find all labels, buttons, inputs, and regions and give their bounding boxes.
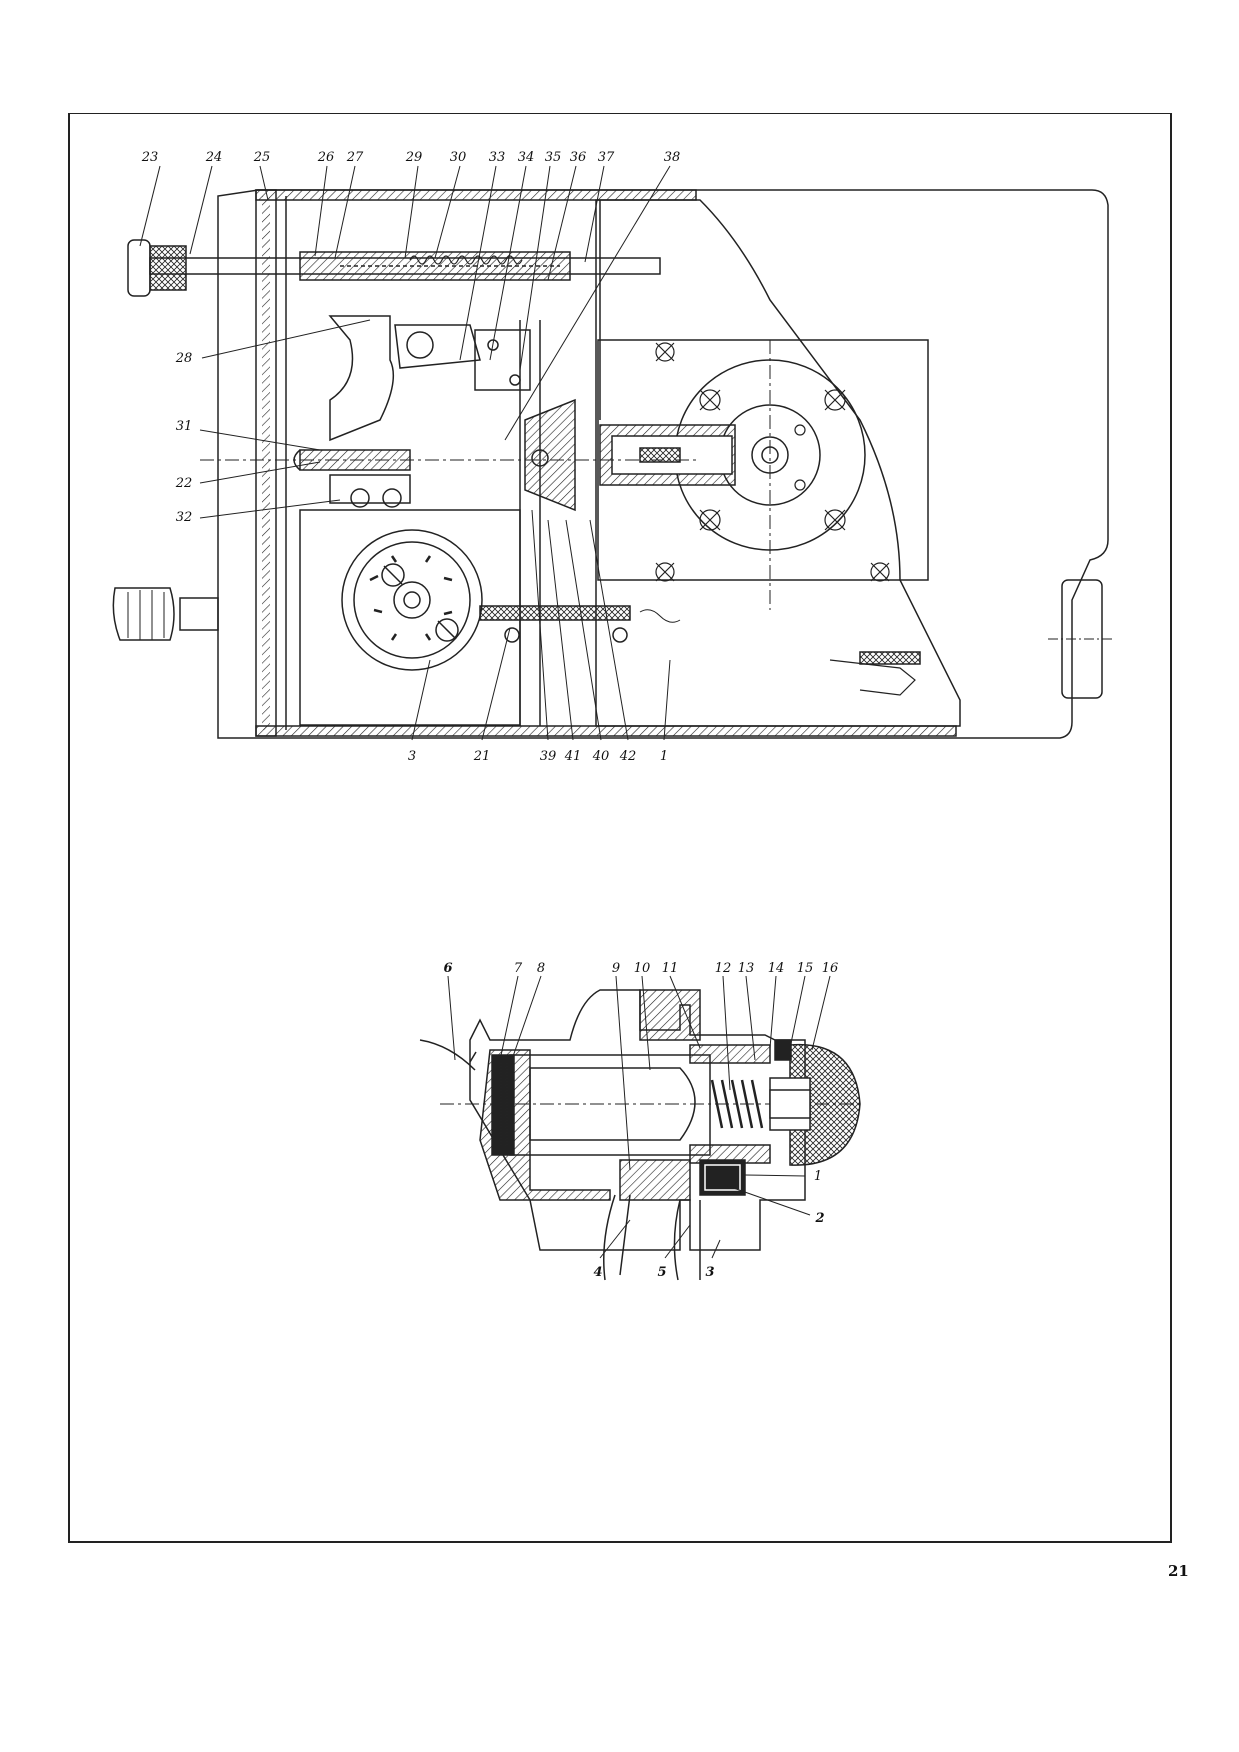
label-28: 28 — [175, 351, 193, 366]
label-29: 29 — [405, 150, 423, 165]
label-33: 33 — [489, 150, 506, 165]
label-2: 2 — [814, 1211, 824, 1226]
label-3-bottom: 3 — [705, 1265, 714, 1280]
label-24: 24 — [205, 150, 223, 165]
label-34: 34 — [518, 150, 535, 165]
label-21: 21 — [473, 749, 491, 764]
label-9: 9 — [612, 961, 620, 976]
label-1-bottom: 1 — [814, 1169, 822, 1184]
label-8: 8 — [537, 961, 545, 976]
label-26: 26 — [317, 150, 335, 165]
label-14: 14 — [768, 961, 785, 976]
label-32: 32 — [176, 510, 193, 525]
label-11: 11 — [662, 961, 679, 976]
label-15: 15 — [797, 961, 814, 976]
top-part-labels: 23 24 25 26 27 29 30 33 34 35 36 37 38 2… — [141, 150, 681, 764]
label-41: 41 — [564, 749, 582, 764]
label-4: 4 — [593, 1265, 602, 1280]
label-30: 30 — [450, 150, 467, 165]
label-31: 31 — [176, 419, 193, 434]
label-6: 6 — [443, 961, 452, 976]
top-leader-lines — [139, 165, 671, 741]
bottom-leader-lines — [447, 975, 831, 1259]
label-1-top: 1 — [660, 749, 668, 764]
label-42: 42 — [619, 749, 637, 764]
label-25: 25 — [253, 150, 271, 165]
page-frame — [68, 113, 1172, 1543]
top-assembly-drawing — [112, 189, 1112, 739]
label-3-top: 3 — [408, 749, 416, 764]
label-10: 10 — [634, 961, 651, 976]
label-13: 13 — [738, 961, 755, 976]
label-5: 5 — [657, 1265, 666, 1280]
label-38: 38 — [664, 150, 681, 165]
label-36: 36 — [570, 150, 587, 165]
label-39: 39 — [540, 749, 557, 764]
label-35: 35 — [545, 150, 562, 165]
bottom-part-labels: 6 7 8 9 10 11 12 13 14 15 16 1 2 4 5 3 — [443, 961, 838, 1280]
label-40: 40 — [592, 749, 610, 764]
page-number: 21 — [1168, 1562, 1189, 1580]
label-16: 16 — [822, 961, 839, 976]
label-23: 23 — [141, 150, 159, 165]
label-7: 7 — [514, 961, 523, 976]
label-27: 27 — [346, 150, 364, 165]
bottom-section-drawing — [419, 989, 861, 1281]
label-12: 12 — [715, 961, 732, 976]
label-22: 22 — [175, 476, 193, 491]
label-37: 37 — [598, 150, 615, 165]
